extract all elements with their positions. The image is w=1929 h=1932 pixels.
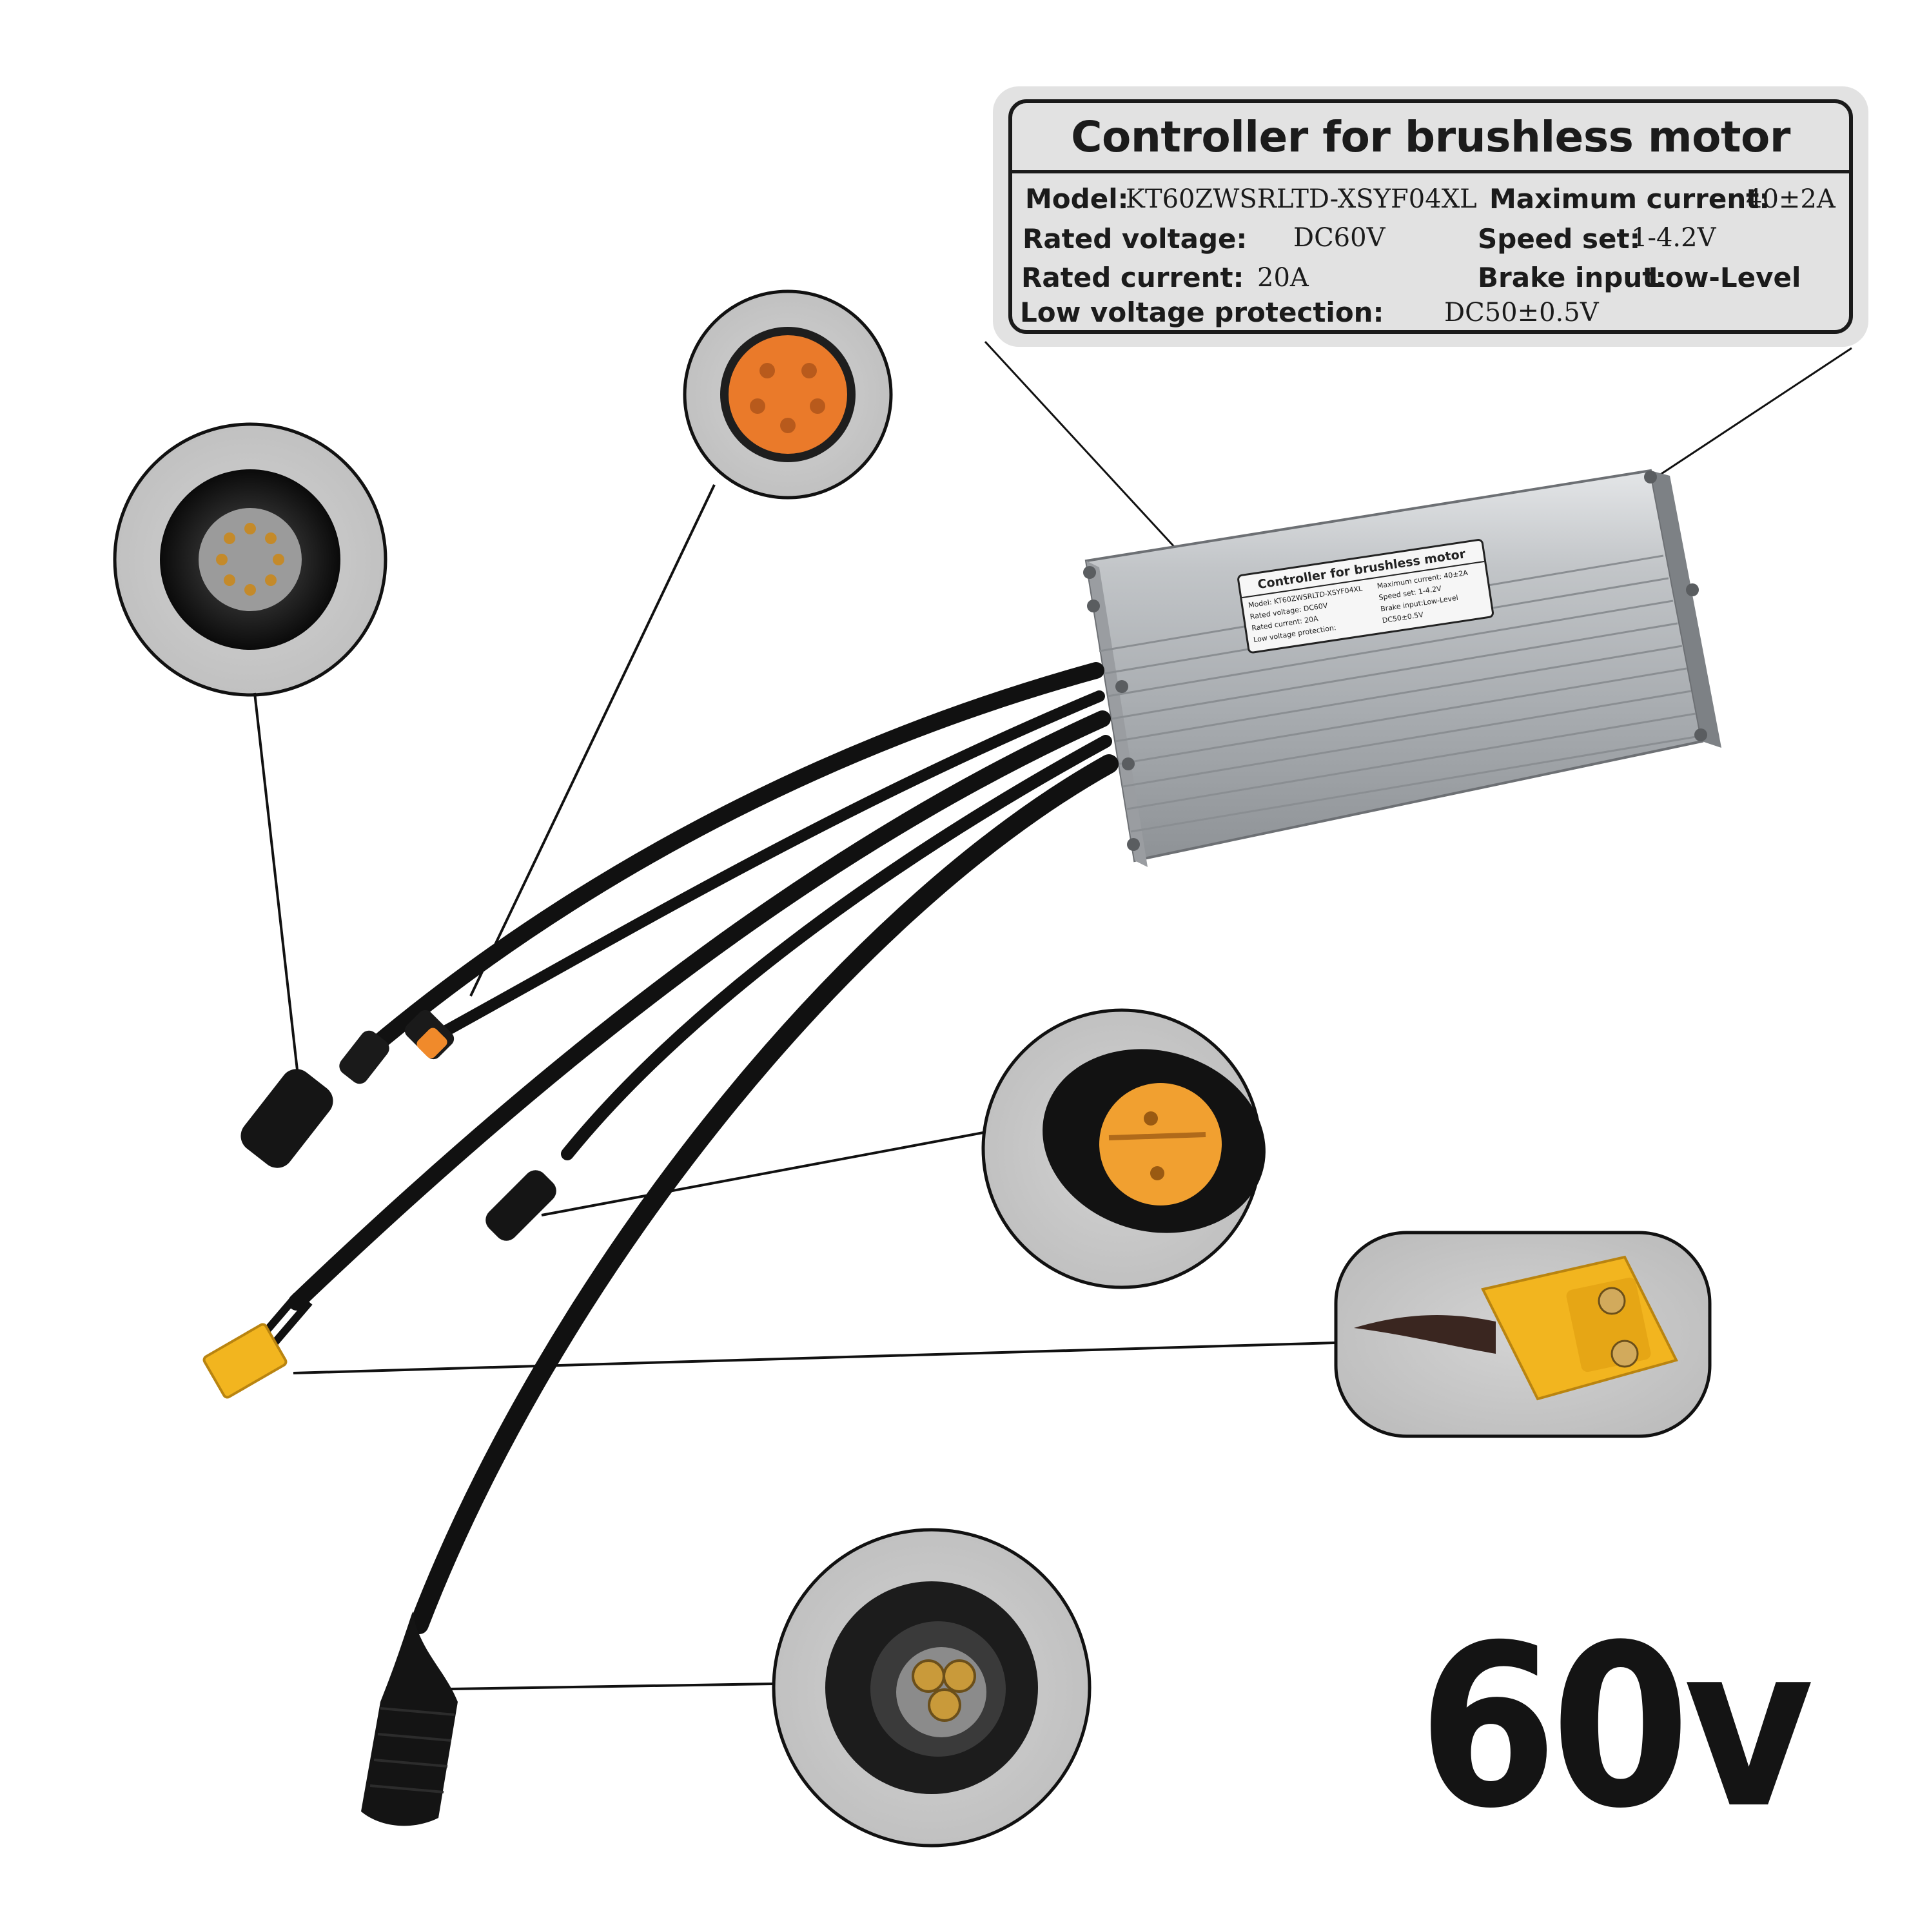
callout-motor-connector — [772, 1528, 1092, 1848]
brake-input-key: Brake input: — [1478, 262, 1667, 293]
spec-label-title: Controller for brushless motor — [1071, 112, 1790, 162]
cable-bundle — [288, 662, 1119, 1634]
motor-connector-plug — [361, 1612, 458, 1826]
display-connector-plug — [240, 1030, 389, 1168]
leader-motor-connector — [451, 1683, 774, 1690]
leader-orange-2pin-connector — [541, 1131, 984, 1216]
leader-orange-connector-top — [469, 484, 716, 997]
orange-connector-plug — [404, 1010, 455, 1060]
speed-set-key: Speed set: — [1478, 223, 1641, 255]
callout-orange-connector-top — [683, 289, 893, 500]
callout-xt60-connector — [1334, 1231, 1712, 1438]
rated-voltage-value: DC60V — [1293, 223, 1386, 253]
speed-set-value: 1-4.2V — [1631, 223, 1716, 253]
low-voltage-key: Low voltage protection: — [1020, 297, 1384, 328]
brake-connector-plug — [485, 1170, 556, 1241]
xt60-plug — [202, 1323, 288, 1399]
spec-label-card: Controller for brushless motor Model: KT… — [993, 86, 1868, 347]
callout-display-connector — [113, 422, 387, 697]
low-voltage-value: DC50±0.5V — [1444, 298, 1599, 327]
rated-current-value: 20A — [1257, 263, 1309, 293]
housing-label-line: DC50±0.5V — [1381, 610, 1424, 625]
max-current-value: 40±2A — [1746, 184, 1836, 214]
max-current-key: Maximum current: — [1489, 183, 1770, 215]
rated-current-key: Rated current: — [1021, 262, 1244, 293]
callout-orange-2pin-connector — [981, 1008, 1266, 1289]
model-value: KT60ZWSRLTD-XSYF04XL — [1126, 184, 1477, 214]
spec-label-frame: Controller for brushless motor Model: KT… — [1008, 99, 1853, 334]
leader-xt60-connector — [293, 1342, 1335, 1374]
voltage-badge: 60v — [1418, 1597, 1814, 1858]
model-key: Model: — [1025, 183, 1129, 215]
leader-display-connector — [253, 692, 301, 1093]
brake-input-value: Low-Level — [1648, 262, 1801, 293]
spec-label-rule — [1012, 170, 1849, 173]
rated-voltage-key: Rated voltage: — [1023, 223, 1248, 255]
controller-housing — [1083, 469, 1721, 867]
